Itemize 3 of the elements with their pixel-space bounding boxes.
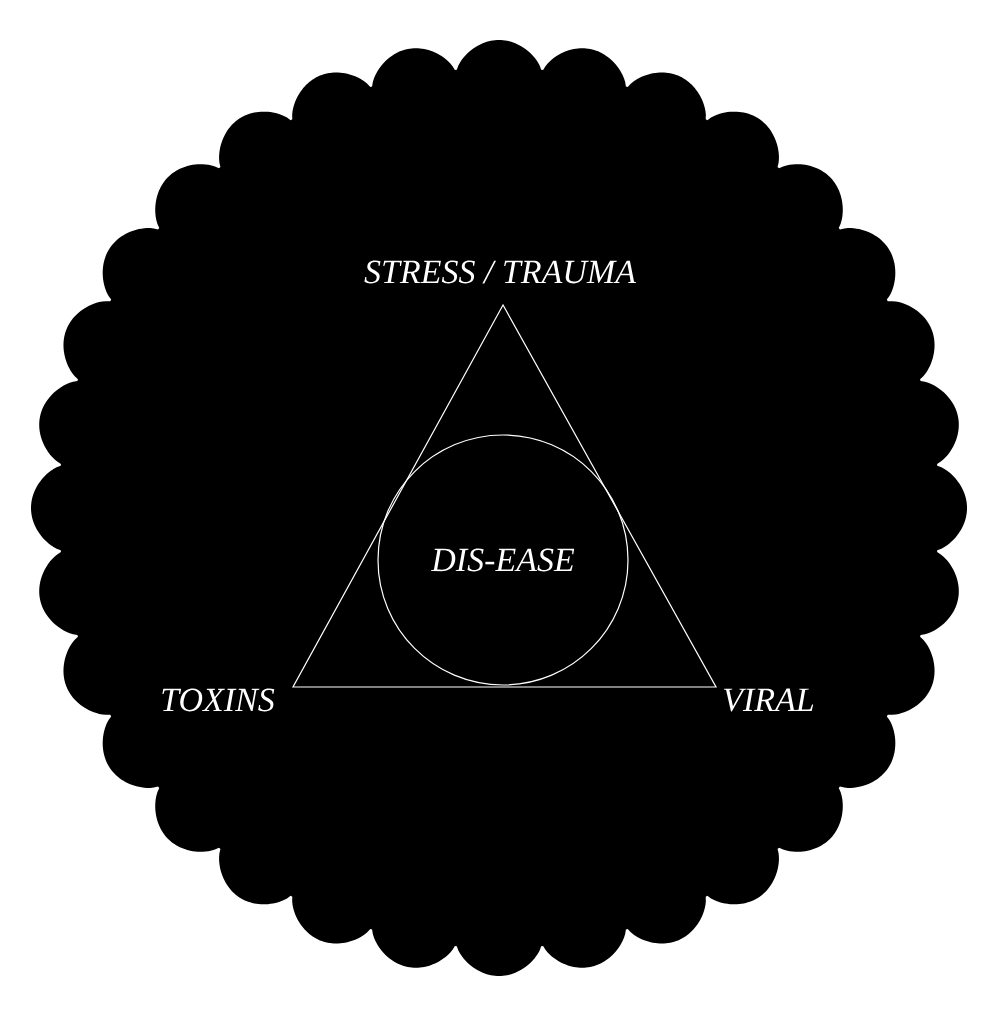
corner-label: STRESS / TRAUMA xyxy=(364,260,637,284)
corner-label: TOXINS xyxy=(162,688,275,712)
corner-label: VIRAL xyxy=(724,688,814,712)
